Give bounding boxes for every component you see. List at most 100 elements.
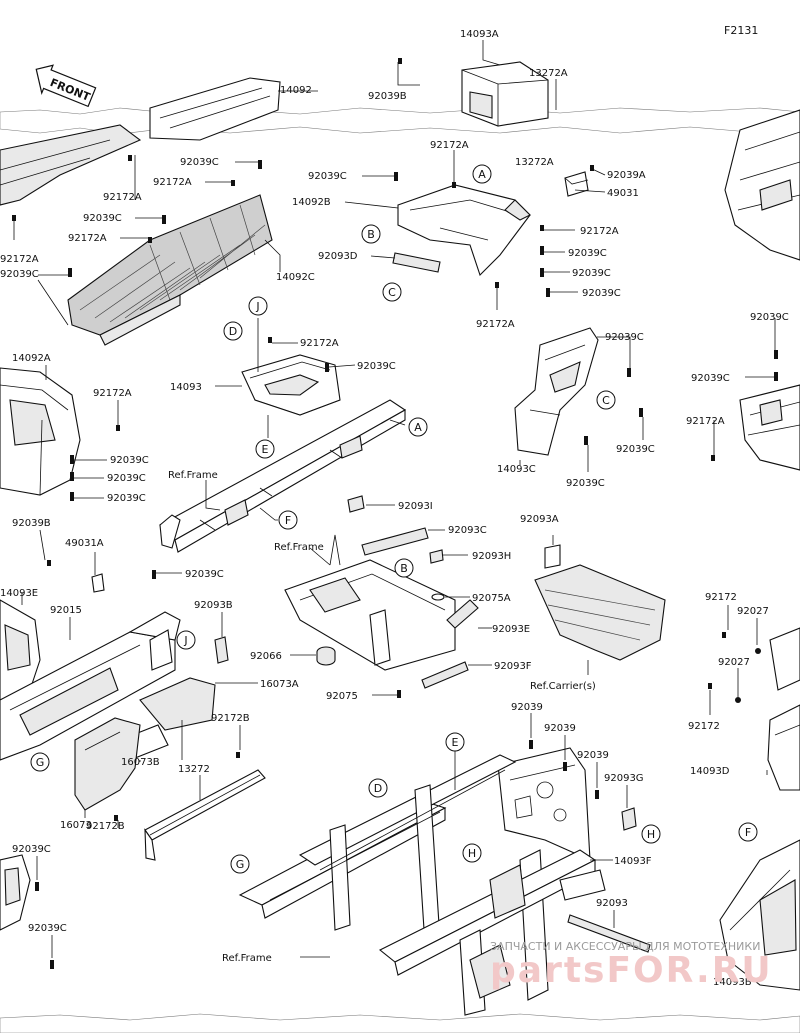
svg-text:A: A: [414, 421, 422, 434]
svg-text:B: B: [400, 562, 408, 575]
label-92172a-c1: 92172A: [430, 140, 469, 151]
tray-14093: [241, 354, 341, 416]
insulator-92093b: [214, 636, 229, 664]
label-14093d: 14093D: [690, 766, 730, 777]
svg-text:C: C: [602, 394, 610, 407]
svg-text:B: B: [367, 228, 375, 241]
bracket-right-mid: [739, 384, 800, 471]
bracket-14092b: [397, 184, 531, 277]
svg-text:G: G: [236, 858, 245, 871]
panel-right-upper: [724, 109, 800, 261]
panel-14093e: [0, 599, 41, 701]
svg-text:J: J: [183, 634, 187, 647]
label-14093f: 14093F: [614, 856, 652, 867]
part-left-lower: [0, 854, 31, 931]
ring-92075a: [431, 593, 445, 601]
label-92172a-1: 92172A: [153, 177, 192, 188]
callout-h-2: H: [641, 824, 661, 844]
watermark: ЗАПЧАСТИ И АКСЕССУАРЫ ДЛЯ МОТОТЕХНИКИ pa…: [490, 940, 773, 991]
label-92039c-left: 92039C: [0, 269, 39, 280]
svg-text:F: F: [745, 826, 751, 839]
callout-j-1: J: [248, 296, 268, 316]
clip-92093g: [621, 807, 637, 831]
plate-14093f: [497, 747, 591, 861]
label-92093e: 92093E: [492, 624, 530, 635]
callout-f-2: F: [738, 822, 758, 842]
label-92039c-15: 92039C: [12, 844, 51, 855]
box-right-mid: [769, 627, 800, 691]
callout-b-1: B: [361, 224, 381, 244]
label-92172-r1: 92172: [705, 592, 737, 603]
label-14093b: 14093B: [713, 977, 752, 988]
label-ref-frame-3: Ref.Frame: [222, 953, 272, 964]
label-14092c: 14092C: [276, 272, 315, 283]
label-13272a-top: 13272A: [529, 68, 568, 79]
watermark-logo: partsFOR.RU: [490, 950, 773, 991]
bolt-92075: [397, 690, 401, 698]
label-92027-r2: 92027: [718, 657, 750, 668]
label-92172a-6: 92172A: [300, 338, 339, 349]
label-92093f: 92093F: [494, 661, 532, 672]
label-92039a: 92039A: [607, 170, 646, 181]
label-92093b: 92093B: [194, 600, 233, 611]
label-92039c-8: 92039C: [605, 332, 644, 343]
clip-92093h: [429, 549, 444, 564]
label-92039c-5: 92039C: [572, 268, 611, 279]
label-92075a: 92075A: [472, 593, 511, 604]
washer-92027-a: [755, 648, 761, 654]
label-16073: 16073: [60, 820, 92, 831]
clip-13272a: [564, 171, 589, 197]
label-ref-frame-2: Ref.Frame: [274, 542, 324, 553]
label-92039c-6: 92039C: [582, 288, 621, 299]
floor-panel-14092: [0, 77, 281, 206]
label-ref-frame-1: Ref.Frame: [168, 470, 218, 481]
svg-text:E: E: [262, 443, 269, 456]
callout-b-2: B: [394, 558, 414, 578]
label-13272: 13272: [178, 764, 210, 775]
housing-14093a: [461, 61, 549, 127]
label-92015: 92015: [50, 605, 82, 616]
floor-mat-14092c: [67, 194, 273, 346]
frame-rail-upper: [159, 399, 407, 553]
label-49031: 49031: [607, 188, 639, 199]
washer-92027-b: [735, 697, 741, 703]
svg-text:H: H: [647, 828, 655, 841]
bracket-j: [149, 629, 173, 671]
label-16073b: 16073B: [121, 757, 160, 768]
strip-92093: [567, 914, 651, 953]
label-92066: 92066: [250, 651, 282, 662]
guard-14093b: [719, 839, 800, 991]
label-92172a-5: 92172A: [476, 319, 515, 330]
label-92039c-7: 92039C: [357, 361, 396, 372]
label-92075: 92075: [326, 691, 358, 702]
housing-14092a: [0, 367, 81, 496]
strip-92093e: [446, 599, 479, 629]
label-14092: 14092: [280, 85, 312, 96]
strip-92093d: [392, 252, 441, 273]
callout-e-2: E: [445, 732, 465, 752]
label-92027-r1: 92027: [737, 606, 769, 617]
label-16073a: 16073A: [260, 679, 299, 690]
label-13272a-mid: 13272A: [515, 157, 554, 168]
label-92093: 92093: [596, 898, 628, 909]
label-92172b-1: 92172B: [211, 713, 250, 724]
label-92039-2: 92039: [544, 723, 576, 734]
label-49031a: 49031A: [65, 538, 104, 549]
callout-h-1: H: [462, 843, 482, 863]
callout-d-1: D: [223, 321, 243, 341]
label-92039c-r1: 92039C: [750, 312, 789, 323]
clip-92093i: [347, 495, 365, 513]
grommet-92066: [316, 646, 336, 666]
label-14093: 14093: [170, 382, 202, 393]
callout-d-2: D: [368, 778, 388, 798]
callout-j-2: J: [176, 630, 196, 650]
svg-text:E: E: [452, 736, 459, 749]
label-92093g: 92093G: [604, 773, 644, 784]
label-92093d: 92093D: [318, 251, 358, 262]
callout-g-1: G: [30, 752, 50, 772]
svg-text:F: F: [285, 514, 291, 527]
label-92039c-12: 92039C: [107, 473, 146, 484]
torn-strip-bottom: [0, 1013, 800, 1033]
label-92093a: 92093A: [520, 514, 559, 525]
